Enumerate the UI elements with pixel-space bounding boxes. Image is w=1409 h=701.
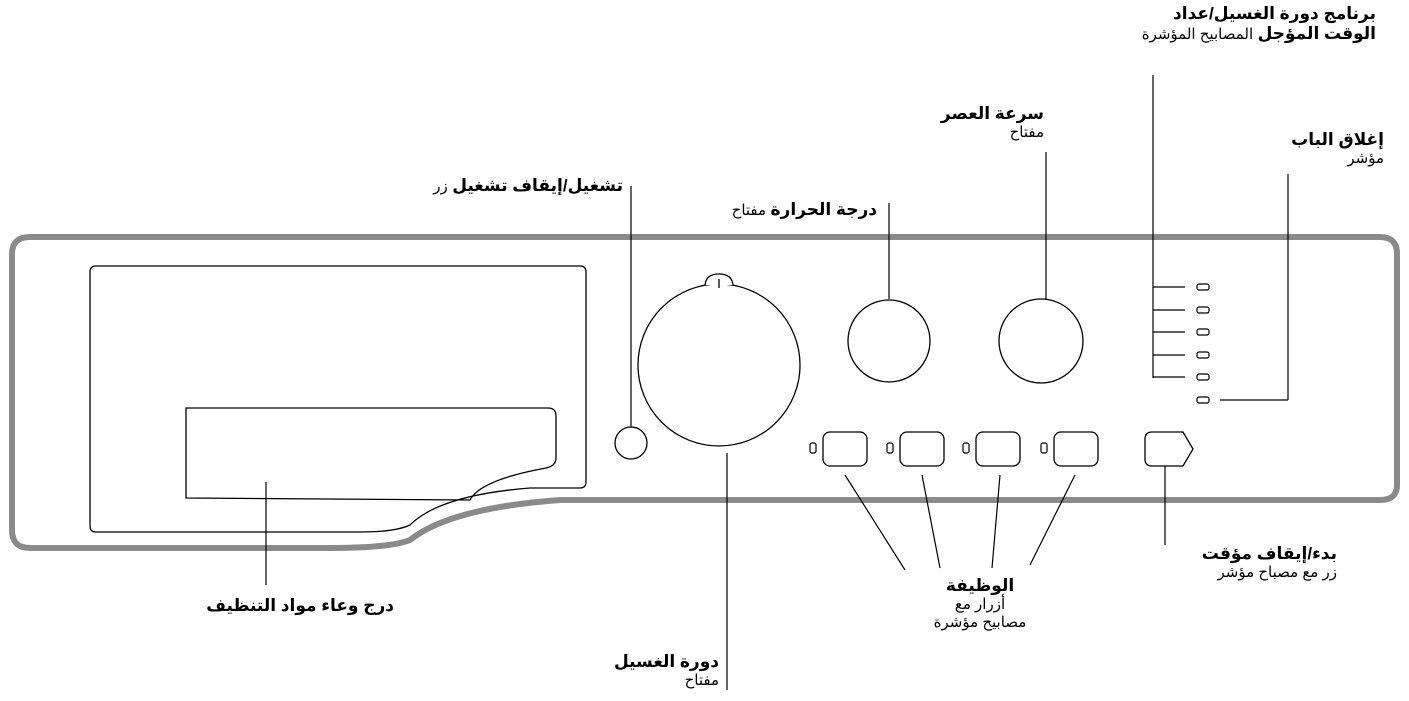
wash-cycle-sub: مفتاح [684, 672, 719, 690]
function-title: الوظيفة [945, 576, 1015, 595]
panel-outline [9, 234, 1400, 551]
start-pause-title: بدء/إيقاف مؤقت [1201, 544, 1337, 563]
function-lamp-4 [1040, 442, 1048, 454]
detergent-drawer-label: درج وعاء مواد التنظيف [206, 596, 394, 616]
indicator-lamp-3 [1196, 328, 1210, 336]
function-button-4[interactable] [1053, 431, 1099, 467]
on-off-sub: زر [433, 178, 448, 195]
temperature-knob[interactable] [847, 299, 931, 383]
indicator-lamp-5 [1196, 373, 1210, 381]
door-lock-lamp [1196, 396, 1210, 404]
wash-cycle-label: دورة الغسيل مفتاح [614, 652, 719, 690]
start-pause-sub: زر مع مصباح مؤشر [1217, 564, 1337, 582]
spin-speed-knob[interactable] [998, 298, 1084, 384]
function-button-2[interactable] [899, 431, 945, 467]
spin-speed-title: سرعة العصر [940, 104, 1044, 123]
function-lamp-2 [886, 442, 894, 454]
function-lamp-3 [962, 442, 970, 454]
wash-cycle-title: دورة الغسيل [613, 652, 719, 671]
detergent-drawer[interactable] [89, 265, 587, 533]
indicator-lamp-4 [1196, 351, 1210, 359]
temperature-sub: مفتاح [731, 202, 767, 219]
start-pause-button[interactable] [1144, 431, 1194, 467]
program-delay-timer-label: برنامج دورة الغسيل/عداد الوقت المؤجل الم… [1142, 4, 1376, 45]
function-sub-1: أزرار مع [954, 596, 1006, 614]
on-off-label: تشغيل/إيقاف تشغيل زر [433, 176, 623, 196]
function-lamp-1 [809, 442, 817, 454]
door-lock-sub: مؤشر [1347, 150, 1384, 168]
wash-cycle-knob[interactable] [637, 283, 801, 447]
detergent-drawer-handle[interactable] [185, 407, 557, 501]
temperature-label: درجة الحرارة مفتاح [732, 200, 877, 220]
spin-speed-label: سرعة العصر مفتاح [941, 104, 1044, 142]
temperature-title: درجة الحرارة [770, 200, 877, 219]
start-pause-label: بدء/إيقاف مؤقت زر مع مصباح مؤشر [1202, 544, 1337, 582]
door-lock-title: إغلاق الباب [1291, 130, 1384, 149]
detergent-drawer-title: درج وعاء مواد التنظيف [206, 596, 394, 615]
function-label: الوظيفة أزرار مع مصابيح مؤشرة [918, 576, 1042, 632]
program-delay-title-2: الوقت المؤجل [1257, 24, 1376, 44]
on-off-button[interactable] [614, 426, 648, 460]
on-off-title: تشغيل/إيقاف تشغيل [452, 176, 623, 195]
program-delay-title: برنامج دورة الغسيل/عداد [1173, 4, 1376, 23]
door-lock-label: إغلاق الباب مؤشر [1291, 130, 1384, 168]
function-sub-2: مصابيح مؤشرة [933, 614, 1027, 632]
leader-lines [265, 75, 1289, 690]
function-button-1[interactable] [822, 431, 868, 467]
spin-speed-sub: مفتاح [1009, 124, 1044, 142]
indicator-lamp-1 [1196, 283, 1210, 291]
program-delay-sub: المصابيح المؤشرة [1141, 26, 1254, 44]
indicator-lamp-2 [1196, 306, 1210, 314]
function-button-3[interactable] [975, 431, 1021, 467]
